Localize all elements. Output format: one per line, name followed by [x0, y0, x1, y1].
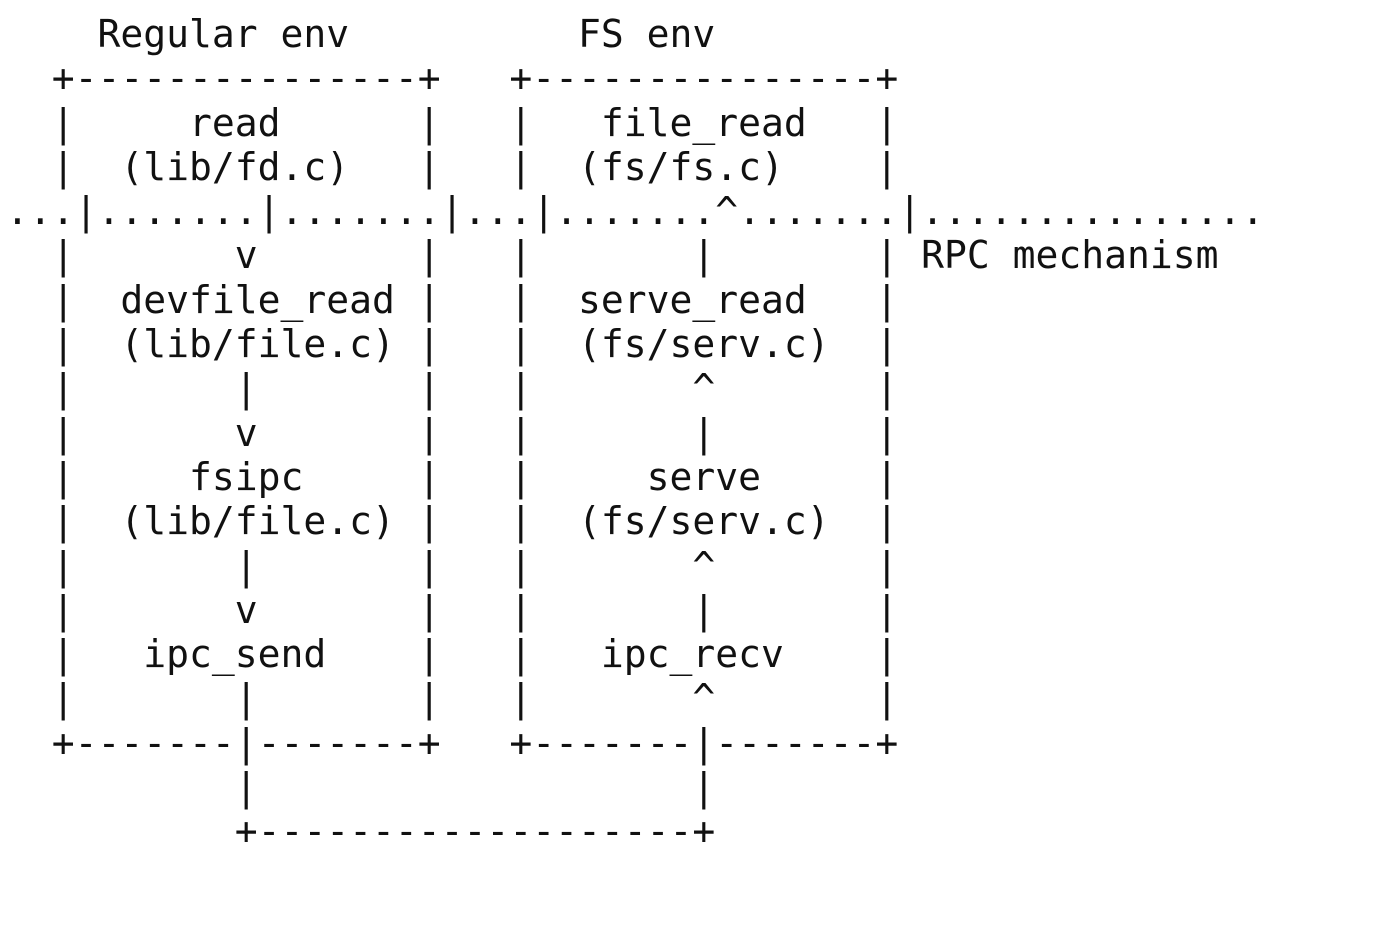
diagram-line-devfile-read-serve-read: | devfile_read | | serve_read | — [6, 277, 899, 322]
ascii-diagram: Regular env FS env +---------------+ +--… — [6, 12, 1264, 854]
diagram-line-connector-2: | v | | | | — [6, 410, 899, 455]
diagram-line-box-tops: +---------------+ +---------------+ — [6, 56, 899, 101]
diagram-line-connector-1: | | | | ^ | — [6, 366, 899, 411]
diagram-line-connector-3: | | | | ^ | — [6, 543, 899, 588]
diagram-line-connector-4: | v | | | | — [6, 587, 899, 632]
diagram-line-link-verticals: | | — [6, 765, 716, 810]
diagram-line-rpc-label: | v | | | | RPC mechanism — [6, 233, 1219, 278]
diagram-line-link-bottom: +-------------------+ — [6, 809, 716, 854]
diagram-line-fsipc-serve: | fsipc | | serve | — [6, 454, 899, 499]
diagram-line-env-titles: Regular env FS env — [6, 12, 716, 56]
diagram-line-ipc-send-ipc-recv: | ipc_send | | ipc_recv | — [6, 632, 899, 677]
diagram-line-fd-c-fs-c: | (lib/fd.c) | | (fs/fs.c) | — [6, 144, 899, 189]
diagram-line-connector-5: | | | | ^ | — [6, 676, 899, 721]
diagram-line-read-file-read: | read | | file_read | — [6, 100, 899, 145]
diagram-line-file-c-serv-c-1: | (lib/file.c) | | (fs/serv.c) | — [6, 322, 899, 367]
diagram-line-file-c-serv-c-2: | (lib/file.c) | | (fs/serv.c) | — [6, 499, 899, 544]
diagram-line-box-bottoms: +-------|-------+ +-------|-------+ — [6, 720, 899, 765]
diagram-line-rpc-boundary: ...|.......|.......|...|.......^.......|… — [6, 189, 1265, 234]
